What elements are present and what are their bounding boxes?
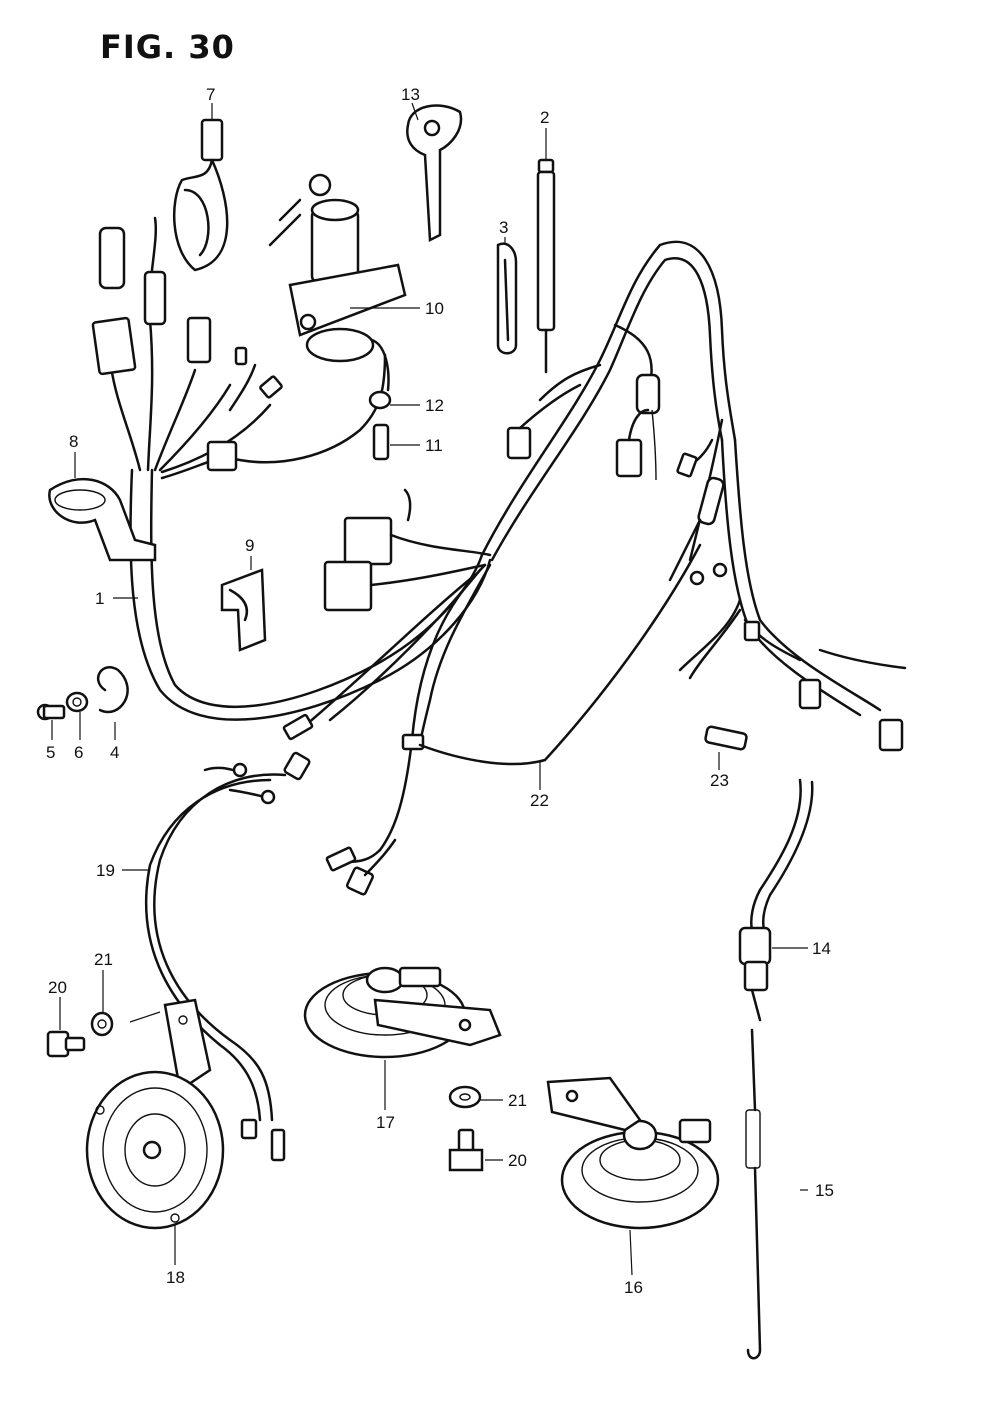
washer-6: [65, 691, 89, 713]
callout-2: 2: [540, 108, 549, 127]
washer-21b: [448, 1085, 482, 1109]
clamp-7: [173, 118, 229, 272]
clip-4: [97, 666, 129, 714]
callout-15: 15: [815, 1181, 834, 1200]
spring-15: [745, 1028, 762, 1360]
callout-14: 14: [812, 939, 831, 958]
leader-lines: [51, 102, 808, 1276]
bolt-20a: [46, 1030, 86, 1058]
bolt-20b: [448, 1128, 484, 1172]
washer-21a: [90, 1011, 114, 1037]
callout-6: 6: [74, 743, 83, 762]
horn-16: [546, 1076, 720, 1230]
clamp-8: [48, 477, 157, 562]
callout-18: 18: [166, 1268, 185, 1287]
callout-1: 1: [95, 589, 104, 608]
clamp-9: [220, 568, 267, 652]
horn-17: [303, 966, 502, 1059]
harness-lead-19: [144, 762, 287, 1162]
screw-5: [36, 703, 66, 721]
callout-7: 7: [206, 85, 215, 104]
callout-5: 5: [46, 743, 55, 762]
horn-18: [85, 998, 225, 1230]
callout-10: 10: [425, 299, 444, 318]
callouts: 1 2 3 4 5 6 7 8 9 10 11 12 13 14 15 16 1…: [46, 85, 834, 1297]
figure-title: FIG. 30: [100, 28, 235, 66]
callout-3: 3: [499, 218, 508, 237]
main-wiring-harness: [91, 216, 907, 896]
callout-11: 11: [425, 436, 443, 455]
grommet-12: [368, 390, 392, 410]
callout-20b: 20: [508, 1151, 527, 1170]
brake-switch-14: [738, 778, 814, 1022]
callout-21a: 21: [94, 950, 113, 969]
callout-8: 8: [69, 432, 78, 451]
connector-cap-23: [704, 725, 748, 751]
band-3: [496, 242, 518, 355]
callout-19: 19: [96, 861, 115, 880]
callout-16: 16: [624, 1278, 643, 1297]
callout-22: 22: [530, 791, 549, 810]
callout-21b: 21: [508, 1091, 527, 1110]
callout-12: 12: [425, 396, 444, 415]
callout-9: 9: [245, 536, 254, 555]
callout-23: 23: [710, 771, 729, 790]
band-2: [536, 158, 556, 374]
callout-4: 4: [110, 743, 119, 762]
callout-20a: 20: [48, 978, 67, 997]
key-13: [406, 104, 463, 242]
callout-17: 17: [376, 1113, 395, 1132]
ignition-switch: [268, 173, 407, 392]
screw-11: [372, 423, 390, 461]
callout-13: 13: [401, 85, 420, 104]
